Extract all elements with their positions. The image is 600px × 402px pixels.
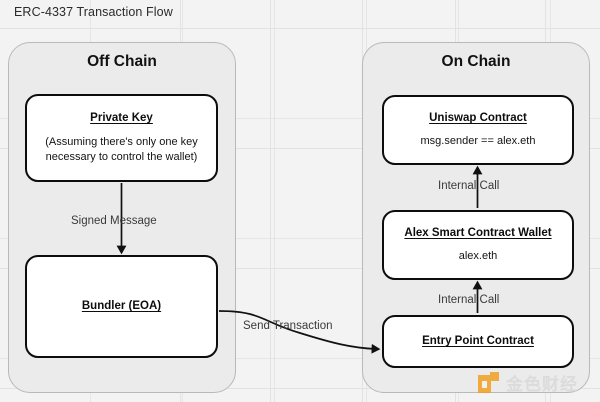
- node-private-key[interactable]: Private Key (Assuming there's only one k…: [25, 94, 218, 182]
- node-private-key-title: Private Key: [90, 112, 153, 125]
- node-entry-point-contract-title: Entry Point Contract: [422, 335, 534, 348]
- watermark-text: 金色财经: [506, 375, 578, 395]
- edge-label-internal-call-entry-to-wallet: Internal Call: [438, 294, 500, 306]
- node-bundler[interactable]: Bundler (EOA): [25, 255, 218, 358]
- node-alex-smart-contract-wallet-subtitle: alex.eth: [458, 250, 498, 263]
- node-entry-point-contract[interactable]: Entry Point Contract: [382, 315, 574, 368]
- edge-label-send-transaction: Send Transaction: [243, 320, 333, 332]
- panel-off-chain-title: Off Chain: [87, 53, 157, 70]
- node-bundler-title: Bundler (EOA): [81, 300, 162, 313]
- node-alex-smart-contract-wallet[interactable]: Alex Smart Contract Wallet alex.eth: [382, 210, 574, 280]
- edge-label-signed-message: Signed Message: [71, 215, 157, 227]
- node-uniswap-contract-title: Uniswap Contract: [429, 111, 527, 124]
- node-private-key-subtitle: (Assuming there's only one key necessary…: [45, 135, 198, 163]
- panel-on-chain-title: On Chain: [441, 53, 511, 70]
- node-uniswap-contract-subtitle: msg.sender == alex.eth: [420, 135, 536, 148]
- watermark: 金色财经: [478, 370, 578, 395]
- node-alex-smart-contract-wallet-title: Alex Smart Contract Wallet: [404, 226, 552, 239]
- node-uniswap-contract[interactable]: Uniswap Contract msg.sender == alex.eth: [382, 95, 574, 165]
- edge-label-internal-call-wallet-to-uniswap: Internal Call: [438, 180, 500, 192]
- page-title: ERC-4337 Transaction Flow: [14, 5, 173, 19]
- watermark-logo-icon: [478, 372, 499, 393]
